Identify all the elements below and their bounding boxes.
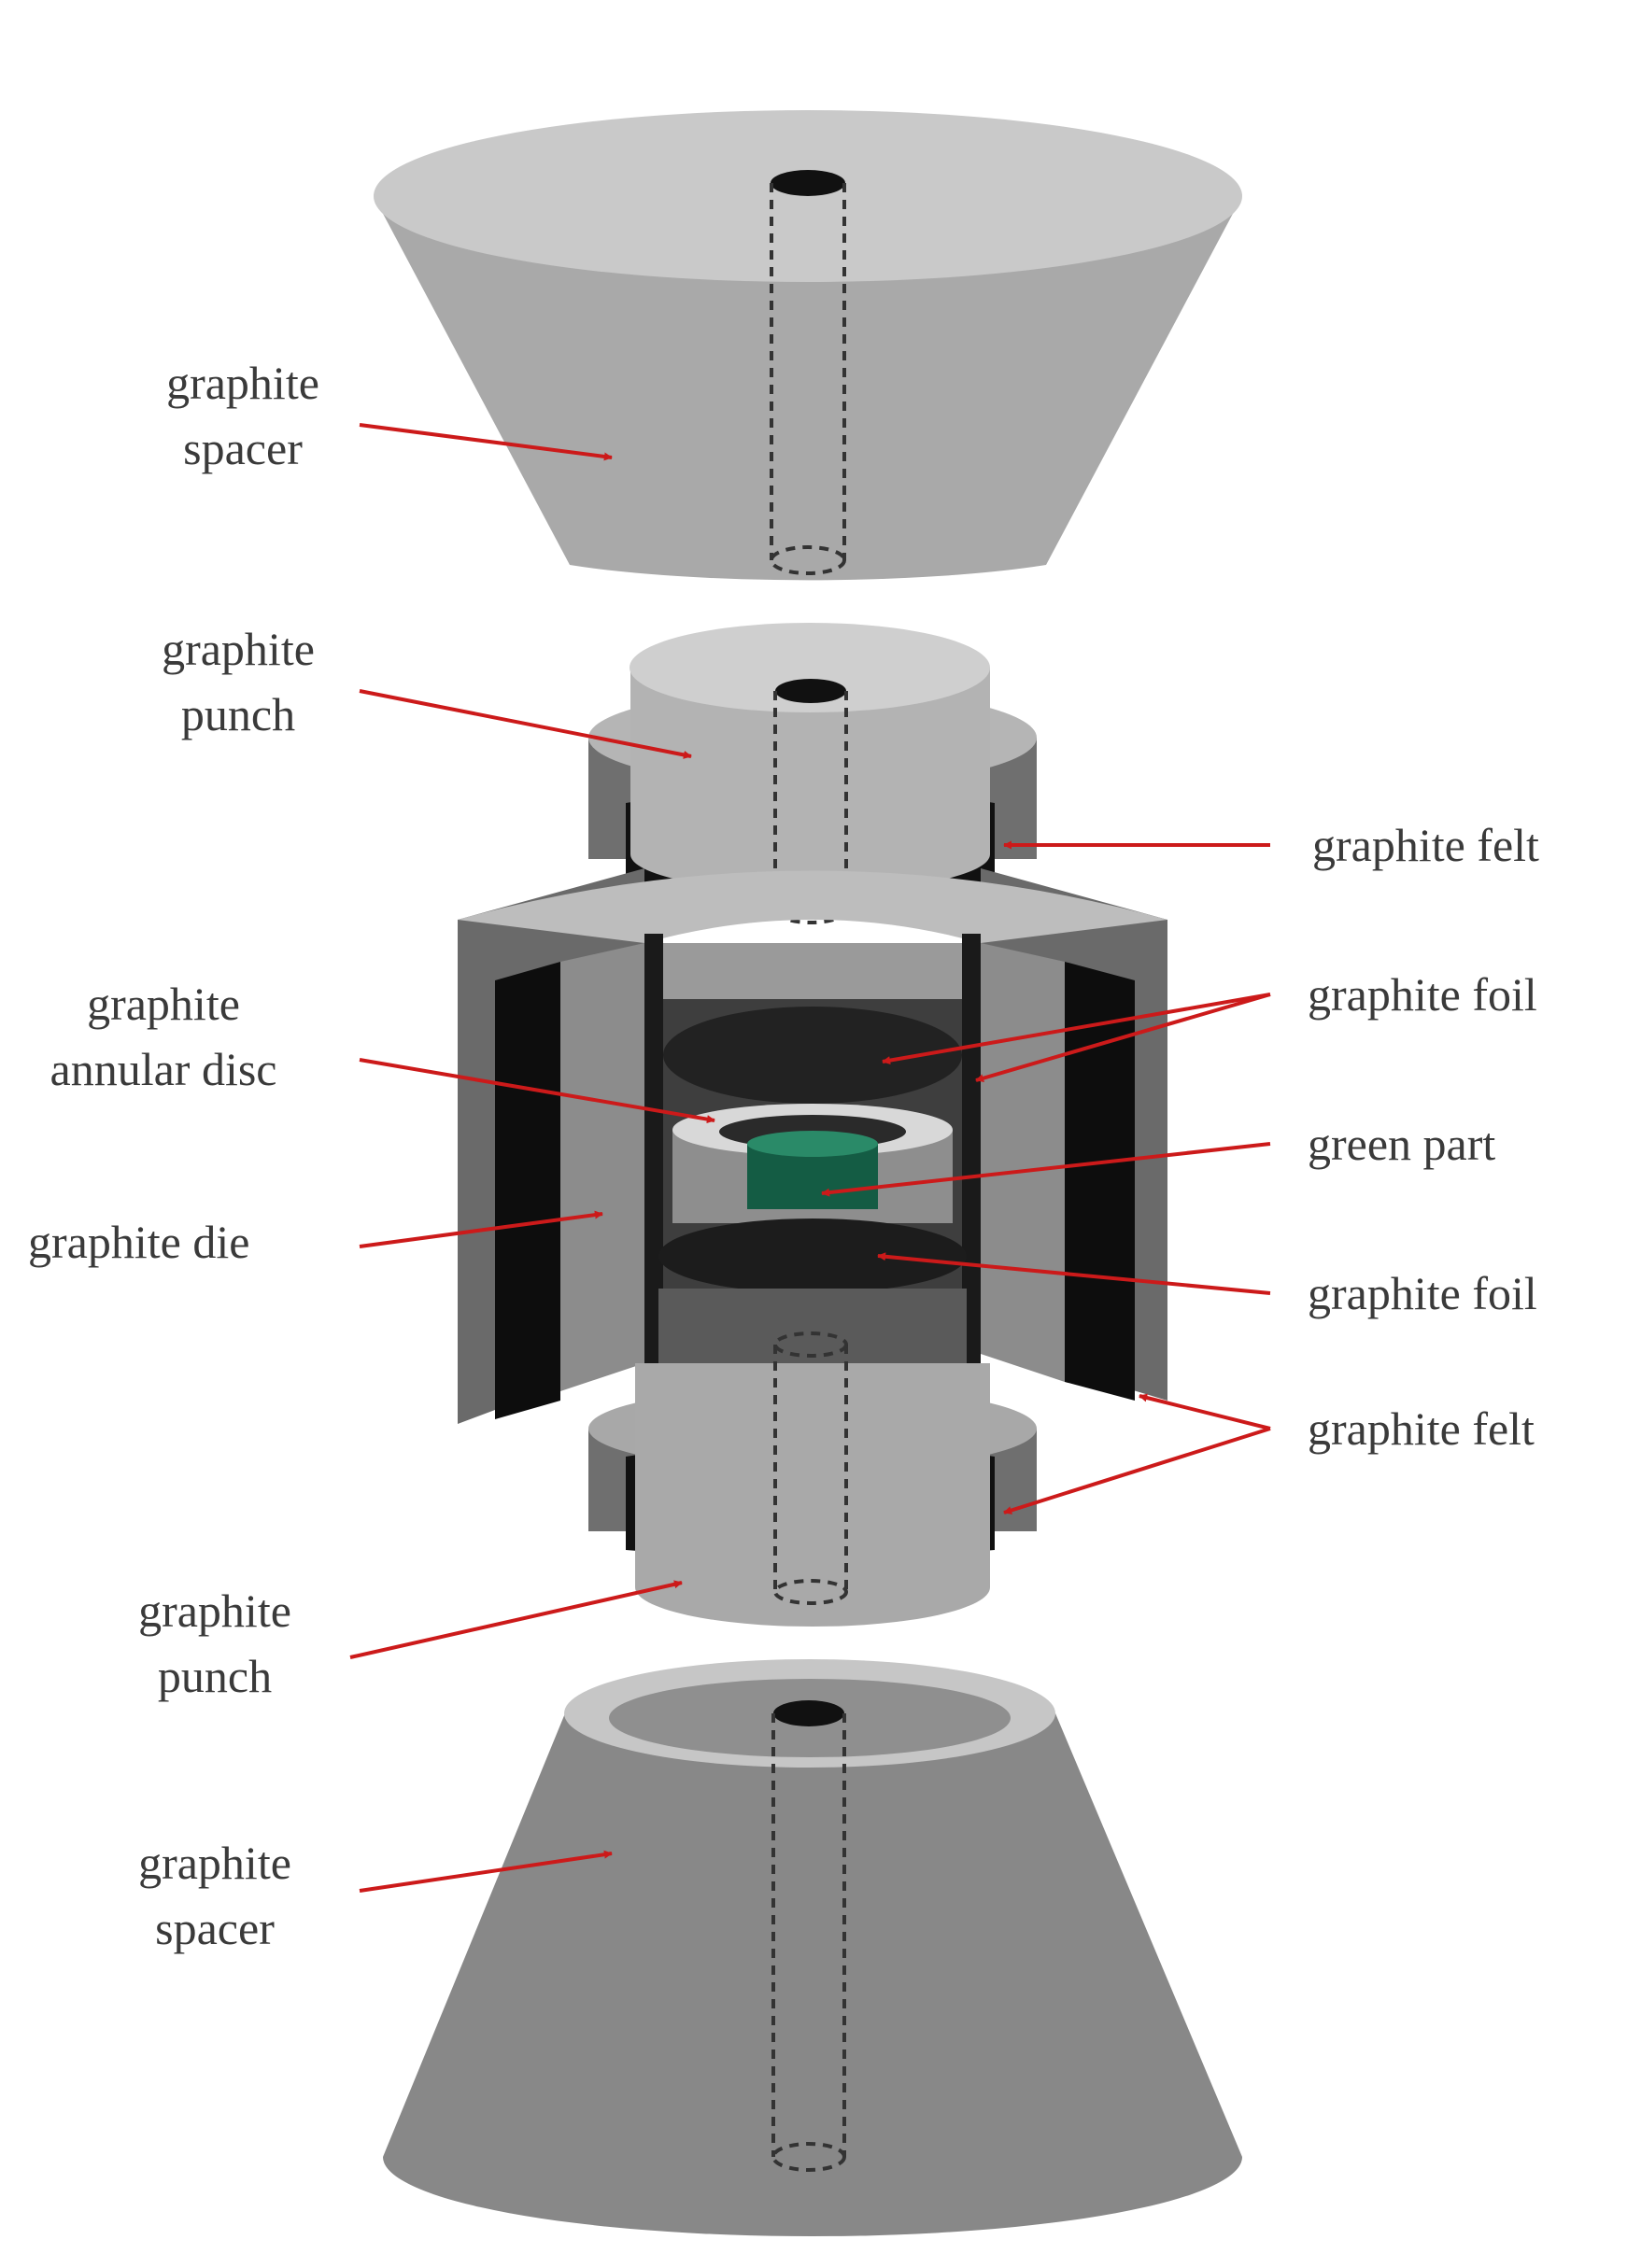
label-bottom-spacer: graphite spacer [103,1830,327,1961]
label-top-spacer: graphite spacer [131,350,355,481]
arrow-die [359,1210,603,1248]
label-bottom-spacer-line1: graphite [138,1837,291,1889]
label-foil-top: graphite foil [1308,968,1537,1021]
label-felt-bottom: graphite felt [1308,1402,1535,1455]
label-felt-top: graphite felt [1312,819,1539,871]
arrow-bottom-punch [349,1580,683,1659]
label-foil-bottom: graphite foil [1308,1267,1537,1319]
label-annular-disc-line1: graphite [87,978,240,1030]
arrow-bottom-spacer [359,1850,613,1893]
spacer-hole [771,170,845,196]
punch-hole [775,679,846,703]
arrow-green-part [821,1142,1271,1197]
label-top-punch-line1: graphite [162,623,315,675]
arrow-top-punch [359,689,692,759]
label-top-spacer-line2: spacer [183,422,303,474]
label-bottom-punch-line2: punch [157,1650,273,1702]
arrow-annular-disc [359,1058,715,1124]
label-bottom-punch-line1: graphite [138,1585,291,1637]
green-part-body [747,1144,878,1209]
arrow-foil-top-a [882,993,1271,1065]
bottom-graphite-spacer [383,1659,1242,2236]
arrow-foil-bottom [877,1252,1271,1295]
label-annular-disc: graphite annular disc [19,971,308,1102]
arrow-top-spacer [359,423,613,461]
callout-arrows [349,423,1271,1893]
bottom-graphite-punch [588,1331,1037,1627]
label-bottom-punch: graphite punch [103,1578,327,1709]
felt-strip-right [1065,962,1135,1401]
graphite-foil-top [663,1007,962,1104]
label-green-part: green part [1308,1118,1496,1170]
felt-strip-left [495,962,560,1419]
label-top-punch-line2: punch [180,688,296,740]
label-top-punch: graphite punch [126,616,350,747]
spacer-hole-bottom [773,1700,844,1726]
label-annular-disc-line2: annular disc [50,1043,277,1095]
label-die: graphite die [28,1216,250,1268]
arrow-felt-bottom-a [1139,1393,1271,1430]
arrow-felt-bottom-b [1003,1427,1271,1514]
graphite-foil-bottom [658,1219,967,1293]
graphite-die [458,868,1167,1424]
green-part [747,1131,878,1157]
arrow-foil-top-b [975,993,1271,1083]
top-graphite-spacer [374,110,1242,581]
label-bottom-spacer-line2: spacer [155,1902,275,1954]
label-top-spacer-line1: graphite [166,357,319,409]
